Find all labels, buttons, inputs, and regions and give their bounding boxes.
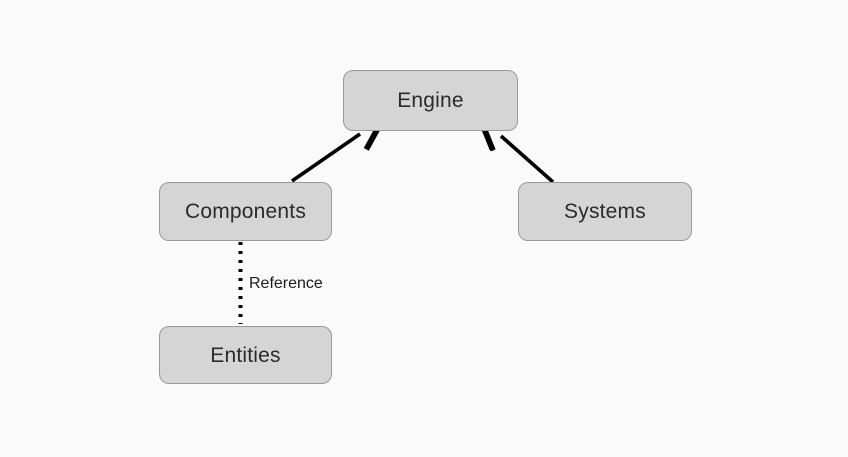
node-entities-label: Entities: [210, 343, 281, 367]
node-engine-label: Engine: [397, 89, 464, 112]
edge-components-to-engine: [290, 134, 360, 183]
node-systems[interactable]: Systems: [518, 182, 692, 241]
node-entities[interactable]: Entities: [159, 326, 332, 384]
edge-systems-to-engine: [501, 136, 555, 184]
edge-label-reference: Reference: [249, 275, 323, 292]
node-components[interactable]: Components: [159, 182, 332, 241]
node-engine[interactable]: Engine: [343, 70, 518, 131]
node-components-label: Components: [184, 200, 307, 223]
node-systems-label: Systems: [564, 200, 646, 223]
